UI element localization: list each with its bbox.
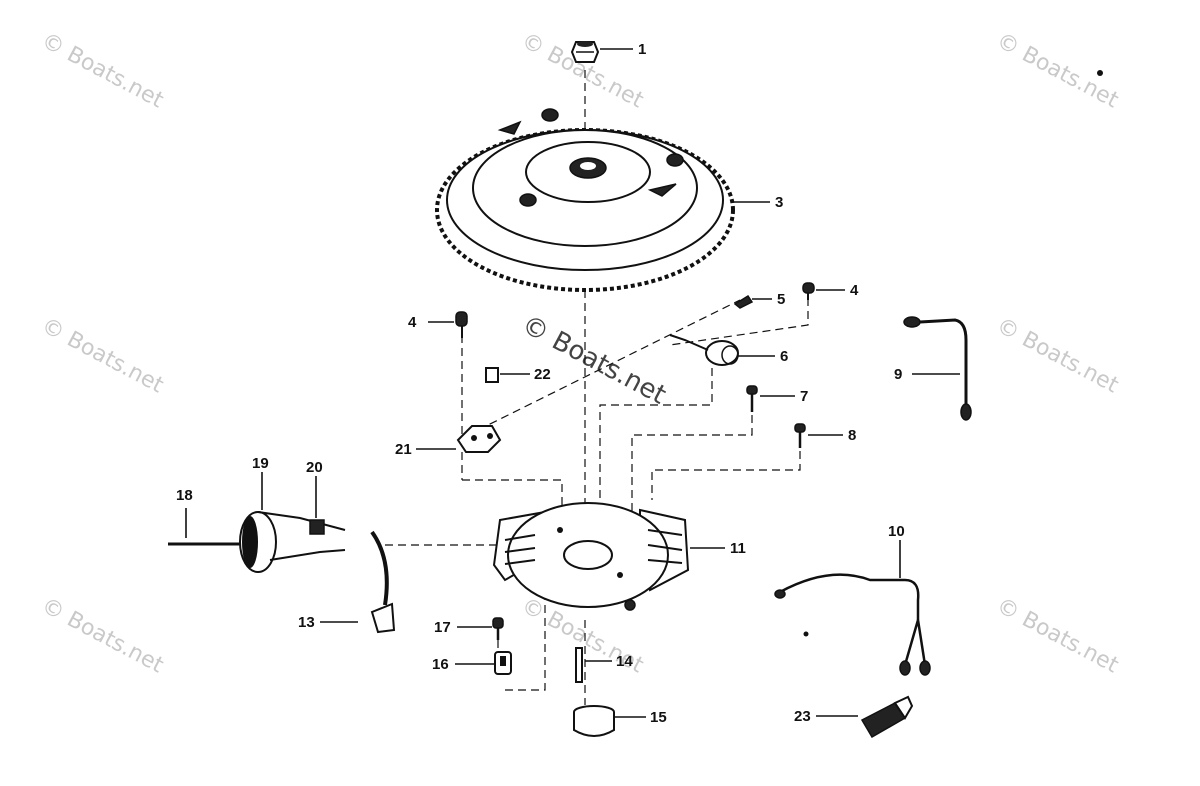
part-23-switch bbox=[860, 695, 914, 739]
part-4-screw-right bbox=[802, 282, 815, 300]
callout-labels: 1 3 4 4 5 6 7 8 9 10 11 13 14 15 16 17 1 bbox=[176, 41, 960, 726]
callout-3: 3 bbox=[775, 194, 783, 211]
watermark-text: © Boats.net bbox=[992, 593, 1123, 678]
part-3-flywheel bbox=[435, 108, 735, 292]
callout-15: 15 bbox=[650, 709, 667, 726]
callout-16: 16 bbox=[432, 656, 449, 673]
callout-4-right: 4 bbox=[850, 282, 859, 299]
part-16-clamp bbox=[494, 651, 512, 675]
part-14-key bbox=[575, 647, 583, 683]
callout-11: 11 bbox=[730, 540, 746, 557]
callout-18: 18 bbox=[176, 487, 193, 504]
watermark-text: © Boats.net bbox=[992, 313, 1123, 398]
callout-22: 22 bbox=[534, 366, 551, 383]
part-22-felt bbox=[485, 367, 499, 383]
part-1-nut bbox=[570, 41, 600, 63]
callout-21: 21 bbox=[395, 441, 412, 458]
part-6-condenser bbox=[669, 334, 739, 366]
watermark-text: © Boats.net bbox=[37, 28, 168, 113]
part-17-screw bbox=[492, 617, 504, 640]
part-7-screw bbox=[746, 385, 758, 412]
part-4-screw-left bbox=[455, 311, 468, 338]
callout-14: 14 bbox=[616, 653, 633, 670]
callout-1: 1 bbox=[638, 41, 646, 58]
watermark-text: © Boats.net bbox=[37, 313, 168, 398]
callout-7: 7 bbox=[800, 388, 808, 405]
part-8-screw bbox=[794, 423, 806, 448]
callout-17: 17 bbox=[434, 619, 451, 636]
part-20-sleeve bbox=[309, 519, 325, 535]
part-10-wiring-harness bbox=[774, 573, 931, 676]
callout-10: 10 bbox=[888, 523, 905, 540]
part-21-breaker-points bbox=[456, 425, 502, 453]
part-19-ignition-coil bbox=[168, 511, 346, 573]
part-13-spark-plug-lead bbox=[370, 530, 396, 634]
part-15-bushing bbox=[573, 705, 615, 737]
callout-8: 8 bbox=[848, 427, 856, 444]
part-5-screw bbox=[733, 294, 754, 309]
center-watermark-text: © Boats.net bbox=[517, 310, 671, 411]
callout-5: 5 bbox=[777, 291, 785, 308]
callout-20: 20 bbox=[306, 459, 323, 476]
callout-4-left: 4 bbox=[408, 314, 417, 331]
watermark-text: © Boats.net bbox=[37, 593, 168, 678]
callout-6: 6 bbox=[780, 348, 788, 365]
part-11-armature-plate bbox=[492, 502, 690, 611]
part-9-lead-wire bbox=[903, 316, 972, 421]
callout-19: 19 bbox=[252, 455, 269, 472]
watermark-text: © Boats.net bbox=[992, 28, 1123, 113]
callout-9: 9 bbox=[894, 366, 902, 383]
callout-13: 13 bbox=[298, 614, 315, 631]
callout-23: 23 bbox=[794, 708, 811, 725]
